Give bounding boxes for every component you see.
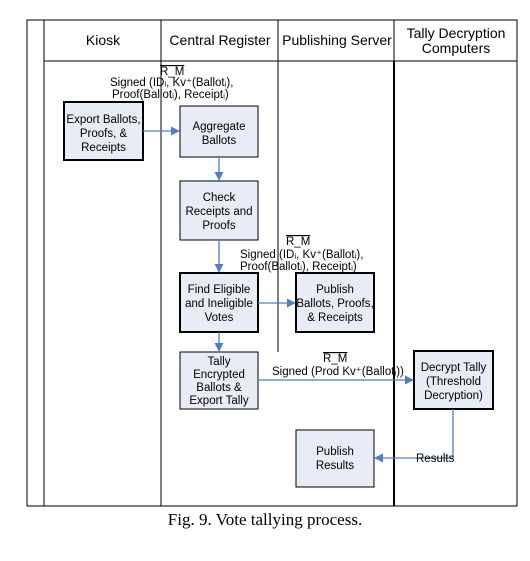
svg-text:Proofs: Proofs xyxy=(202,220,235,232)
svg-text:Signed (IDᵢ, Kv⁺(Ballotᵢ),: Signed (IDᵢ, Kv⁺(Ballotᵢ), xyxy=(110,77,233,89)
lane-header-publishing-server: Publishing Server xyxy=(282,32,392,48)
svg-text:Ballots, Proofs,: Ballots, Proofs, xyxy=(296,298,373,310)
svg-text:Signed (Prod Kv⁺(Ballotᵢ)): Signed (Prod Kv⁺(Ballotᵢ)) xyxy=(272,366,404,378)
label-results: Results xyxy=(416,453,455,465)
svg-text:Publish: Publish xyxy=(316,284,354,296)
svg-text:R_M: R_M xyxy=(286,236,310,248)
svg-text:Aggregate: Aggregate xyxy=(192,121,245,133)
box-aggregate-ballots: Aggregate Ballots xyxy=(179,105,259,158)
svg-text:Proofs, &: Proofs, & xyxy=(80,128,128,140)
diagram-frame xyxy=(26,19,518,507)
svg-text:& Receipts: & Receipts xyxy=(307,312,363,324)
annotation-signed-ballots-1: R_M Signed (IDᵢ, Kv⁺(Ballotᵢ), Proof(Bal… xyxy=(110,66,233,101)
box-publish-ballots: Publish Ballots, Proofs, & Receipts xyxy=(295,272,375,333)
box-find-eligible-votes: Find Eligible and Ineligible Votes xyxy=(179,272,259,333)
lane-header-kiosk: Kiosk xyxy=(86,32,121,48)
svg-text:Publish: Publish xyxy=(316,446,354,458)
svg-text:Receipts: Receipts xyxy=(81,142,126,154)
svg-text:Proof(Ballotᵢ), Receiptᵢ): Proof(Ballotᵢ), Receiptᵢ) xyxy=(240,261,357,273)
svg-text:Proof(Ballotᵢ), Receiptᵢ): Proof(Ballotᵢ), Receiptᵢ) xyxy=(112,89,229,101)
svg-text:R_M: R_M xyxy=(323,353,347,365)
svg-text:(Threshold: (Threshold xyxy=(426,376,481,388)
lane-header-central-register: Central Register xyxy=(169,32,270,48)
annotation-signed-product: R_M Signed (Prod Kv⁺(Ballotᵢ)) xyxy=(272,353,404,378)
box-decrypt-tally: Decrypt Tally (Threshold Decryption) xyxy=(413,350,494,410)
svg-text:Find Eligible: Find Eligible xyxy=(188,284,251,296)
lane-header-tally-decryption-2: Computers xyxy=(422,40,490,56)
svg-text:Results: Results xyxy=(316,460,355,472)
box-publish-results: Publish Results xyxy=(295,429,375,488)
svg-text:Decrypt Tally: Decrypt Tally xyxy=(421,362,487,374)
svg-text:Check: Check xyxy=(203,192,236,204)
svg-text:Decryption): Decryption) xyxy=(424,390,483,402)
svg-text:Ballots: Ballots xyxy=(202,135,237,147)
annotation-signed-ballots-2: R_M Signed (IDᵢ, Kv⁺(Ballotᵢ), Proof(Bal… xyxy=(240,236,363,273)
svg-text:Votes: Votes xyxy=(205,312,234,324)
svg-text:Export Tally: Export Tally xyxy=(189,395,248,407)
svg-text:Receipts and: Receipts and xyxy=(185,206,252,218)
box-check-receipts: Check Receipts and Proofs xyxy=(179,180,259,241)
svg-text:Signed (IDᵢ, Kv⁺(Ballotᵢ),: Signed (IDᵢ, Kv⁺(Ballotᵢ), xyxy=(240,249,363,261)
svg-text:Ballots &: Ballots & xyxy=(196,382,242,394)
box-export-ballots: Export Ballots, Proofs, & Receipts xyxy=(63,101,144,161)
svg-text:Encrypted: Encrypted xyxy=(193,369,245,381)
svg-text:Tally: Tally xyxy=(207,356,230,368)
svg-text:Export Ballots,: Export Ballots, xyxy=(66,114,140,126)
svg-text:and Ineligible: and Ineligible xyxy=(185,298,253,310)
figure-caption: Fig. 9. Vote tallying process. xyxy=(167,510,363,529)
lane-header-tally-decryption-1: Tally Decryption xyxy=(407,25,506,41)
arrow-decrypt-to-publish-results xyxy=(374,409,454,463)
box-tally-encrypted-ballots: Tally Encrypted Ballots & Export Tally xyxy=(179,351,259,410)
svg-text:R_M: R_M xyxy=(160,66,184,78)
